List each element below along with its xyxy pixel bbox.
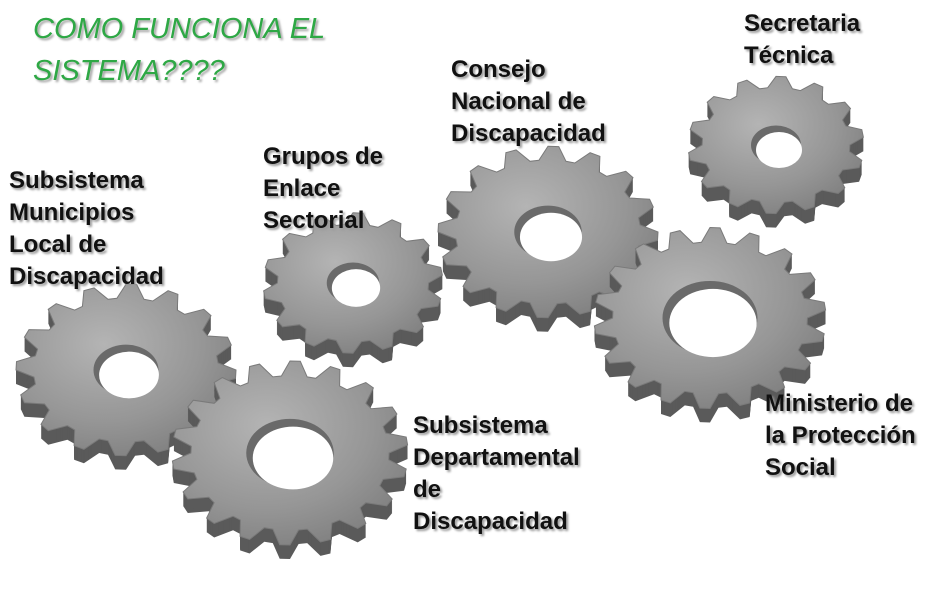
label-line: Técnica — [744, 42, 834, 69]
label-line: Ministerio de — [765, 390, 914, 417]
label-line: Discapacidad — [451, 120, 606, 147]
label-secretaria-tecnica: Secretaria Técnica — [744, 8, 860, 72]
label-line: Subsistema — [413, 412, 548, 439]
page-title: COMO FUNCIONA EL SISTEMA???? — [33, 8, 325, 92]
gear-hole — [252, 426, 334, 490]
gear-ministerio-proteccion — [593, 226, 827, 423]
label-ministerio-proteccion: Ministerio de la Protección Social — [765, 388, 916, 484]
label-line: Departamental — [413, 444, 580, 471]
label-line: Sectorial — [263, 207, 365, 234]
label-line: Subsistema — [9, 167, 144, 194]
label-line: la Protección — [765, 422, 916, 449]
label-subsistema-departamental: Subsistema Departamental de Discapacidad — [413, 410, 580, 538]
gear-hole — [669, 288, 757, 358]
gear-consejo-nacional — [437, 145, 659, 332]
title-line-1: COMO FUNCIONA EL — [33, 13, 326, 45]
label-line: Local de — [9, 231, 107, 258]
gear-subsistema-municipios — [15, 283, 237, 470]
gear-hole — [756, 132, 802, 168]
label-subsistema-municipios: Subsistema Municipios Local de Discapaci… — [9, 165, 164, 293]
gear-hole — [519, 212, 583, 262]
label-line: Municipios — [9, 199, 135, 226]
label-line: Enlace — [263, 175, 341, 202]
gear-hole — [99, 351, 159, 399]
label-line: Secretaria — [744, 10, 861, 37]
label-line: Discapacidad — [413, 508, 568, 535]
label-line: Consejo — [451, 56, 546, 83]
label-line: Social — [765, 454, 836, 481]
label-line: Grupos de — [263, 143, 384, 170]
title-line-2: SISTEMA???? — [33, 55, 225, 87]
gear-grupos-enlace — [263, 212, 443, 368]
label-line: Nacional de — [451, 88, 586, 115]
gear-secretaria-tecnica — [688, 75, 864, 228]
gear-hole — [331, 269, 381, 307]
label-line: de — [413, 476, 442, 503]
label-consejo-nacional: Consejo Nacional de Discapacidad — [451, 54, 606, 150]
label-line: Discapacidad — [9, 263, 164, 290]
gear-subsistema-departamental — [171, 360, 409, 559]
label-grupos-enlace: Grupos de Enlace Sectorial — [263, 141, 383, 237]
